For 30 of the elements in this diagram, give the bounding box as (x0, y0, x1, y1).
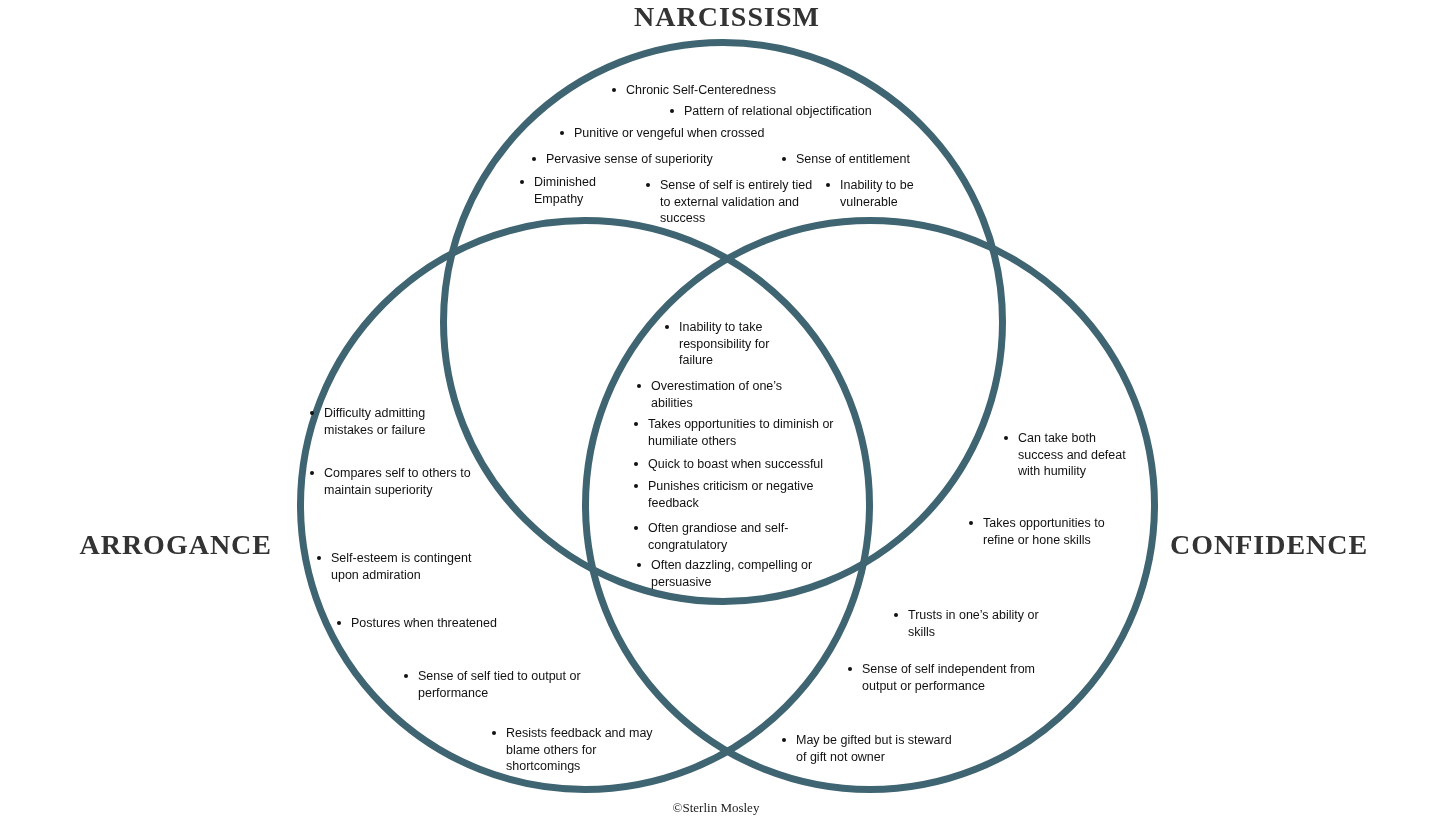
bullet-item: Resists feedback and may blame others for shortcomings (492, 725, 672, 775)
bullet-item: Punitive or vengeful when crossed (560, 125, 800, 142)
bullet-item: Quick to boast when successful (634, 456, 849, 473)
bullet-item: Can take both success and defeat with humility (1004, 430, 1140, 480)
bullet-item: Difficulty admitting mistakes or failure (310, 405, 455, 438)
bullet-item: Pervasive sense of superiority (532, 151, 742, 168)
circle-heading: NARCISSISM (634, 1, 820, 33)
bullet-item: Chronic Self-Centeredness (612, 82, 822, 99)
bullet-item: Often grandiose and self-congratulatory (634, 520, 824, 553)
bullet-item: Postures when threatened (337, 615, 532, 632)
circle-heading: CONFIDENCE (1170, 529, 1369, 561)
copyright-credit: ©Sterlin Mosley (672, 800, 760, 816)
bullet-item: Compares self to others to maintain superiority (310, 465, 495, 498)
bullet-item: Inability to take responsibility for failure (665, 319, 795, 369)
bullet-item: Takes opportunities to diminish or humiliate others (634, 416, 834, 449)
bullet-item: Often dazzling, compelling or persuasive (637, 557, 842, 590)
bullet-item: Trusts in one’s ability or skills (894, 607, 1059, 640)
bullet-item: Takes opportunities to refine or hone skills (969, 515, 1129, 548)
bullet-item: Pattern of relational objectification (670, 103, 910, 120)
bullet-item: Sense of entitlement (782, 151, 952, 168)
bullet-item: Sense of self independent from output or performance (848, 661, 1063, 694)
bullet-item: May be gifted but is steward of gift not owner (782, 732, 957, 765)
bullet-item: Inability to be vulnerable (826, 177, 936, 210)
bullet-item: Sense of self is entirely tied to external validation and success (646, 177, 826, 227)
bullet-item: Diminished Empathy (520, 174, 620, 207)
bullet-item: Sense of self tied to output or performance (404, 668, 594, 701)
bullet-item: Overestimation of one’s abilities (637, 378, 802, 411)
circle-heading: ARROGANCE (79, 529, 272, 561)
bullet-item: Self-esteem is contingent upon admiration (317, 550, 492, 583)
bullet-item: Punishes criticism or negative feedback (634, 478, 854, 511)
